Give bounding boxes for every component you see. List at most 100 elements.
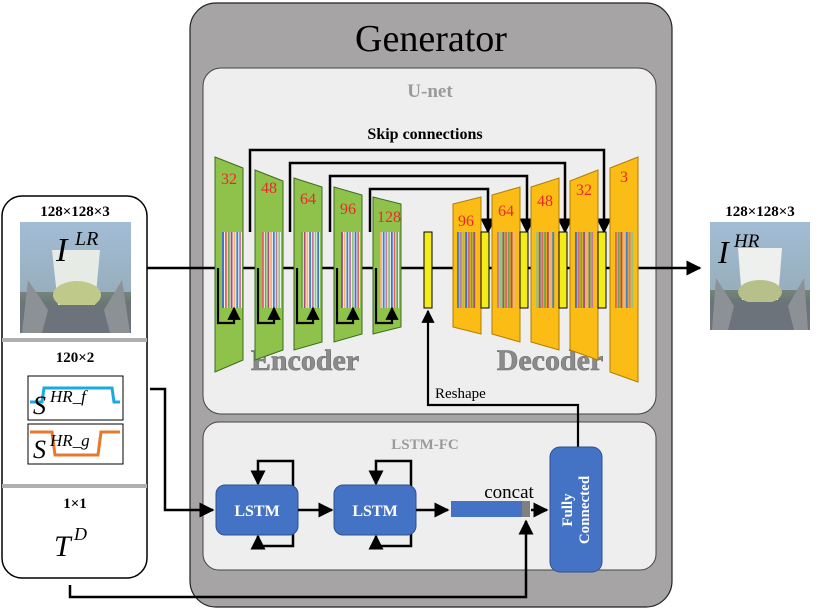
feature-map-stripe	[222, 232, 224, 308]
fc-label-line1: Fully	[560, 493, 576, 527]
feature-map-stripe	[544, 232, 547, 308]
signal-g-panel: S HR_g	[27, 423, 124, 465]
feature-map-stripe	[309, 232, 312, 308]
feature-map-stripe	[505, 232, 508, 308]
input-image-superscript: LR	[74, 228, 98, 250]
input-scalar-superscript: D	[73, 524, 87, 544]
signal-g-curve	[30, 430, 120, 457]
feature-map-stripe	[549, 232, 552, 308]
decoder-block-1: 96	[452, 196, 490, 335]
skip-line-4	[368, 187, 496, 234]
feature-map-stripe	[351, 232, 354, 308]
feature-map-stripe	[272, 232, 275, 308]
feature-map-stripe	[470, 232, 473, 308]
decoder-channels-1: 96	[458, 213, 474, 230]
decoder-block-4: 32	[569, 169, 607, 361]
feature-map-stripe	[233, 232, 236, 308]
signal-f-curve	[30, 386, 120, 404]
feature-map-stripe	[459, 232, 462, 308]
feature-map-stripe	[275, 232, 278, 308]
input-scalar-symbol: T	[54, 530, 73, 563]
lstm1-recurrent-loop	[250, 459, 295, 487]
encoder-channels-1: 32	[221, 171, 237, 188]
feature-map-stripe	[396, 232, 399, 308]
feature-map-stripe	[357, 232, 360, 308]
low-resolution-image	[20, 222, 131, 333]
lstm-block-1-label: LSTM	[234, 503, 279, 520]
input-signal-dims: 120×2	[56, 350, 95, 366]
feature-map-stripe	[227, 232, 230, 308]
bottleneck-block	[423, 231, 433, 309]
feature-map-stripe	[588, 232, 591, 308]
feature-map-stripe	[541, 232, 544, 308]
feature-map-stripe	[382, 232, 385, 308]
feature-map-stripe	[580, 232, 583, 308]
feature-map-stripe	[615, 232, 617, 308]
feature-map-stripe	[552, 232, 555, 308]
feature-map-stripe	[303, 232, 306, 308]
lstm1-recurrent-loop-bottom	[250, 533, 295, 550]
reshape-label: Reshape	[435, 386, 486, 402]
feature-map-stripe	[317, 232, 320, 308]
encoder-channels-2: 48	[261, 180, 277, 197]
feature-map-stripe	[311, 232, 314, 308]
lstm-fc-panel	[202, 421, 657, 571]
encoder-block-5: 128	[372, 196, 402, 335]
output-symbol: I	[717, 234, 730, 270]
feature-map-stripe	[575, 232, 577, 308]
lstm2-recurrent-loop	[368, 459, 413, 487]
unet-title: U-net	[407, 81, 453, 102]
skip-connections-label: Skip connections	[367, 126, 482, 143]
feature-map-stripe	[631, 232, 634, 308]
generator-title: Generator	[355, 18, 507, 60]
feature-map-stripe	[538, 232, 541, 308]
encoder-block-3: 64	[293, 177, 323, 351]
skip-line-2	[288, 161, 573, 234]
encoder-channels-5: 128	[377, 209, 401, 226]
feature-map-stripe	[224, 232, 227, 308]
feature-map-stripe	[513, 232, 516, 308]
high-resolution-image	[710, 222, 810, 330]
feature-map-stripe	[617, 232, 620, 308]
skip-line-3	[328, 174, 535, 234]
fc-label-line2: Connected	[577, 475, 593, 544]
signal-g-symbol: S	[33, 435, 46, 464]
lstm-fc-title: LSTM-FC	[391, 437, 459, 453]
decoder-channels-5: 3	[620, 169, 628, 186]
feature-map-stripe	[306, 232, 309, 308]
signal-f-symbol: S	[33, 391, 46, 420]
feature-map-stripe	[393, 232, 396, 308]
feature-map-stripe	[591, 232, 594, 308]
output-superscript: HR	[733, 231, 760, 252]
feature-map-stripe	[270, 232, 273, 308]
feature-map-stripe	[628, 232, 631, 308]
feature-map-stripe	[385, 232, 388, 308]
encoder-channels-4: 96	[340, 201, 356, 218]
feature-map-stripe	[620, 232, 623, 308]
feature-map-stripe	[465, 232, 468, 308]
concat-vector	[451, 501, 523, 517]
feature-map-stripe	[625, 232, 628, 308]
feature-map-stripe	[239, 232, 242, 308]
feature-map-stripe	[349, 232, 352, 308]
feature-map-stripe	[507, 232, 510, 308]
input-image-dims: 128×128×3	[40, 204, 110, 220]
feature-map-stripe	[278, 232, 281, 308]
scalar-to-concat-connection	[68, 519, 534, 599]
feature-map-stripe	[510, 232, 513, 308]
signal-g-superscript: HR_g	[49, 431, 90, 450]
feature-map-stripe	[502, 232, 505, 308]
decoder-block-2: 64	[491, 186, 529, 343]
output-dims: 128×128×3	[725, 204, 795, 220]
lstm-block-2-label: LSTM	[352, 503, 397, 520]
signal-to-lstm-connection	[150, 387, 215, 518]
feature-map-stripe	[462, 232, 465, 308]
decoder-channels-2: 64	[498, 203, 514, 220]
decoder-channels-4: 32	[576, 182, 592, 199]
lstm2-recurrent-loop-bottom	[368, 533, 413, 550]
fully-connected-block	[549, 446, 603, 573]
feature-map-stripe	[264, 232, 267, 308]
skip-line-1	[248, 148, 612, 234]
feature-map-stripe	[577, 232, 580, 308]
